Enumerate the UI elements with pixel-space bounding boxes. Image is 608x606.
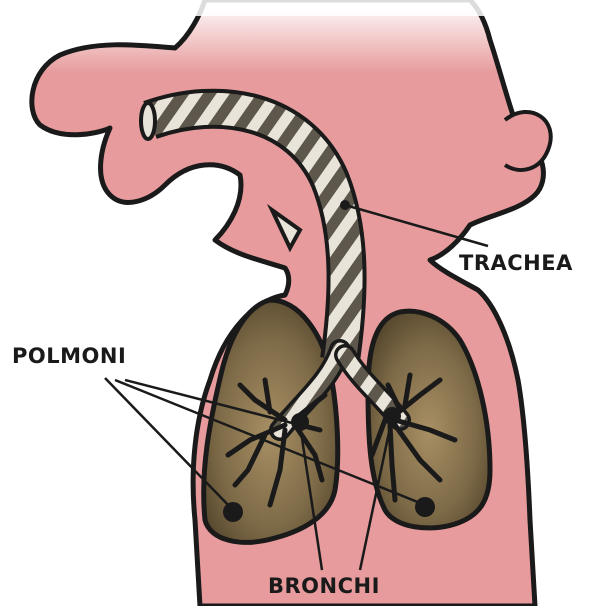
polmoni-label: POLMONI [12, 346, 126, 367]
bronchi-label: BRONCHI [268, 576, 380, 597]
trachea-label: TRACHEA [459, 253, 573, 274]
